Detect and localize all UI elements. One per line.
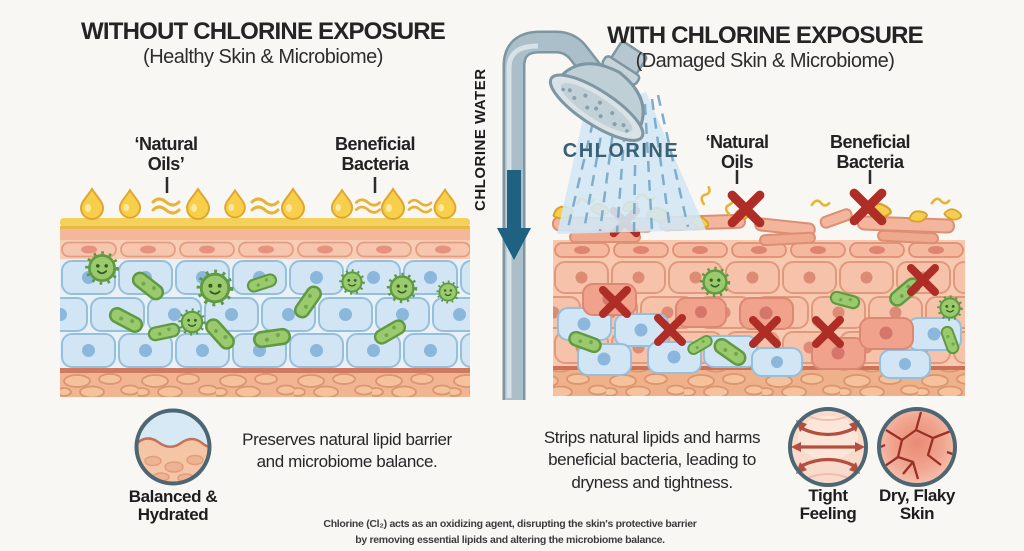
icon-label-line: Feeling: [799, 504, 857, 524]
caption-line: Preserves natural lipid barrier: [242, 430, 452, 449]
icon-label-line: Hydrated: [137, 505, 209, 525]
caption-line: beneficial bacteria, leading to: [548, 450, 756, 470]
footnote-line: by removing essential lipids and alterin…: [355, 533, 665, 546]
caption-line: Strips natural lipids and harms: [543, 428, 761, 447]
right-caption: Strips natural lipids and harms benefici…: [521, 427, 783, 494]
dry-flaky-skin-icon: [877, 407, 957, 487]
right-natural-oils-label: ‘Natural Oils: [677, 132, 797, 172]
left-caption: Preserves natural lipid barrier and micr…: [216, 429, 478, 474]
label-leader-lines: [165, 170, 872, 193]
healthy-skin-cross-section: [60, 188, 470, 397]
icon-label-line: Balanced &: [128, 487, 218, 506]
label-line: Oils’: [147, 154, 185, 175]
icon-label-line: Tight: [808, 486, 848, 505]
balanced-hydrated-skin-icon: [134, 408, 212, 486]
right-panel-subtitle: (Damaged Skin & Microbiome): [635, 50, 895, 72]
chlorine-spray-label: CHLORINE: [562, 140, 680, 162]
label-line: Beneficial: [334, 134, 416, 154]
tight-feeling-skin-icon: [788, 407, 868, 487]
oil-droplet-icons: [80, 188, 457, 220]
tight-feeling-label: Tight Feeling: [783, 486, 873, 524]
caption-line: dryness and tightness.: [571, 472, 733, 492]
icon-label-line: Dry, Flaky: [878, 486, 955, 505]
left-panel-subtitle: (Healthy Skin & Microbiome): [143, 46, 383, 68]
shower-fixture: [497, 30, 706, 400]
chlorine-water-pipe-label: CHLORINE WATER: [472, 68, 489, 212]
left-beneficial-bacteria-label: Beneficial Bacteria: [315, 134, 435, 174]
label-line: ‘Natural: [134, 134, 198, 154]
right-panel-title: WITH CHLORINE EXPOSURE: [607, 22, 924, 49]
footnote-line: Chlorine (Cl₂) acts as an oxidizing agen…: [323, 518, 697, 530]
damaged-skin-cross-section: [551, 185, 965, 396]
footnote: Chlorine (Cl₂) acts as an oxidizing agen…: [295, 517, 725, 549]
right-beneficial-bacteria-label: Beneficial Bacteria: [810, 132, 930, 172]
icon-label-line: Skin: [899, 504, 935, 524]
label-line: Bacteria: [836, 152, 904, 173]
blue-cell-nuclei: [577, 317, 941, 370]
label-line: ‘Natural: [705, 132, 769, 152]
label-line: Oils: [720, 152, 754, 173]
left-panel-title: WITHOUT CHLORINE EXPOSURE: [80, 18, 446, 45]
label-line: Beneficial: [829, 132, 911, 152]
balanced-hydrated-label: Balanced & Hydrated: [113, 487, 233, 525]
shower-head-icon: [548, 40, 648, 142]
left-natural-oils-label: ‘Natural Oils’: [106, 134, 226, 174]
caption-line: and microbiome balance.: [256, 452, 438, 472]
dry-flaky-skin-label: Dry, Flaky Skin: [867, 486, 967, 524]
down-arrow-icon: [497, 170, 531, 260]
label-line: Bacteria: [341, 154, 409, 175]
